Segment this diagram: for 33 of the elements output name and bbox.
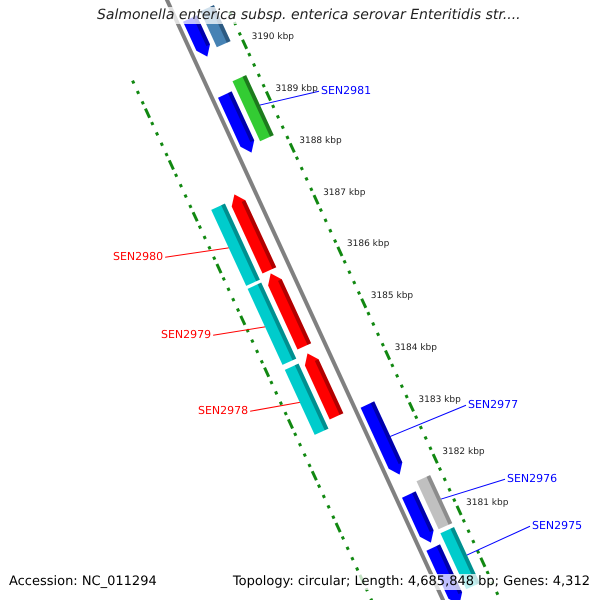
gene-label: SEN2979 [161, 328, 212, 342]
gene-label: SEN2980 [113, 250, 164, 264]
footer-text: Topology: circular; Length: 4,685,848 bp; Genes: 4,312 [232, 574, 590, 590]
leader-line [466, 526, 530, 556]
gene-block [232, 194, 276, 274]
gene-label: SEN2975 [532, 519, 582, 532]
gene-block [360, 401, 402, 475]
tick-label: 3184 kbp [394, 343, 437, 354]
leader-line [212, 326, 266, 336]
gene-label: SEN2977 [468, 398, 518, 412]
tick-label: 3189 kbp [275, 84, 318, 95]
leader-line [259, 90, 320, 106]
gene-block [402, 491, 434, 543]
gene-block [268, 273, 312, 350]
leader-line [164, 247, 230, 258]
leader-line [250, 402, 300, 412]
tick-label: 3185 kbp [370, 291, 414, 302]
footer-text: Accession: NC_011294 [9, 574, 157, 590]
gene-label: SEN2976 [507, 472, 558, 486]
gene-block [232, 75, 274, 142]
tick-label: 3187 kbp [323, 188, 366, 198]
leader-line [440, 478, 506, 500]
tick-label: 3190 kbp [252, 32, 294, 44]
title: Salmonella enterica subsp. enterica serovar Enteritidis str.... [97, 7, 521, 24]
tick-label: 3188 kbp [299, 136, 342, 147]
gene-label: SEN2978 [198, 404, 248, 418]
gene-block [304, 353, 344, 420]
tick-label: 3186 kbp [346, 239, 390, 250]
gene-label: SEN2981 [321, 84, 372, 98]
tick-label: 3183 kbp [418, 394, 461, 406]
leader-line [390, 404, 466, 437]
tick-label: 3181 kbp [466, 498, 508, 510]
tick-label: 3182 kbp [442, 446, 485, 458]
